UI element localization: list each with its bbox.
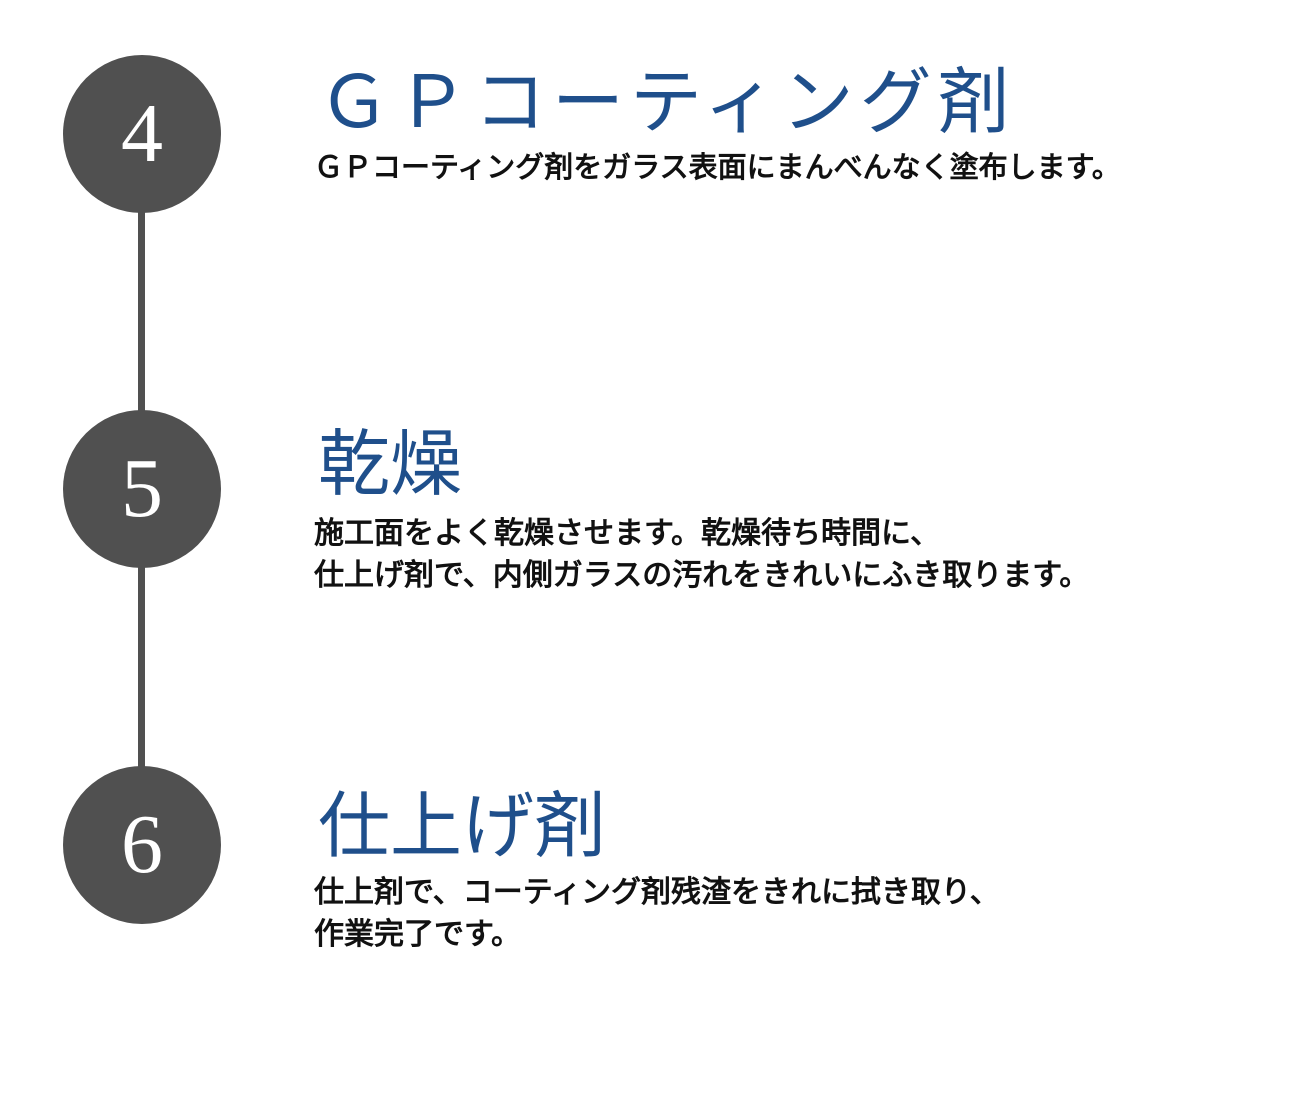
step-description: 仕上剤で、コーティング剤残渣をきれに拭き取り、 作業完了です。 [314,872,1000,956]
step-number: 4 [121,87,163,180]
step-description-line: 仕上剤で、コーティング剤残渣をきれに拭き取り、 [314,875,1000,910]
step-number: 5 [121,442,163,535]
step-title: 仕上げ剤 [318,784,607,868]
step-description-line: 仕上げ剤で、内側ガラスの汚れをきれいにふき取ります。 [314,558,1090,593]
step-description-line: 施工面をよく乾燥させます。乾燥待ち時間に、 [314,516,941,551]
step-description-line: ＧＰコーティング剤をガラス表面にまんべんなく塗布します。 [314,150,1121,184]
step-title: 乾燥 [318,422,463,506]
step-number-badge: 5 [63,410,221,568]
step-number: 6 [121,798,163,891]
step-number-badge: 4 [63,55,221,213]
step-description: ＧＰコーティング剤をガラス表面にまんべんなく塗布します。 [314,146,1121,188]
step-number-badge: 6 [63,766,221,924]
timeline-connector [138,550,145,785]
step-title: ＧＰコーティング剤 [318,60,1016,144]
timeline-connector [138,200,145,430]
step-description-line: 作業完了です。 [314,917,521,952]
step-description: 施工面をよく乾燥させます。乾燥待ち時間に、 仕上げ剤で、内側ガラスの汚れをきれい… [314,513,1089,597]
